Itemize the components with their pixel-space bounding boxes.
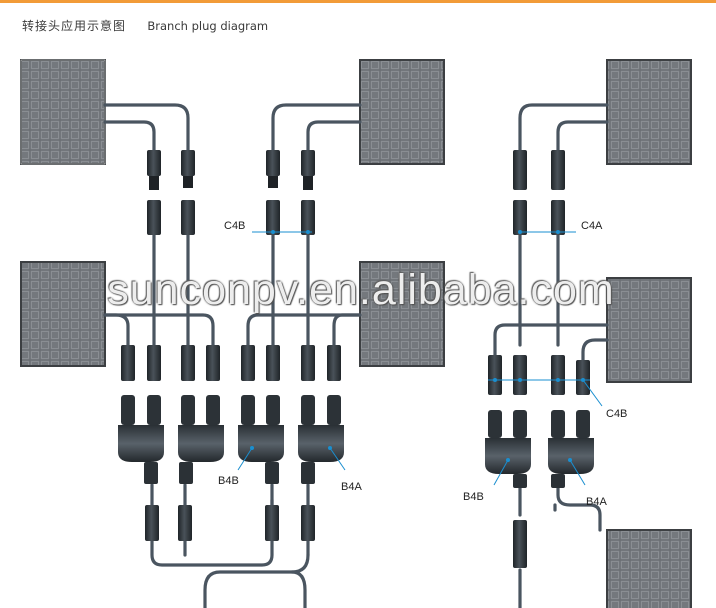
- solar-panel-3: [20, 261, 106, 367]
- mc4-connector: [576, 360, 590, 395]
- title-english: Branch plug diagram: [147, 19, 269, 33]
- label-b4a-right: B4A: [586, 496, 607, 508]
- mc4-connector: [206, 345, 220, 381]
- mc4-connector: [266, 200, 280, 235]
- solar-panel-1: [20, 59, 106, 165]
- label-b4b-right: B4B: [463, 491, 484, 503]
- mc4-connector: [265, 505, 279, 541]
- mc4-connector: [147, 200, 161, 235]
- mc4-connector: [327, 345, 341, 381]
- labels: C4B C4A B4B B4A C4B B4B B4A: [218, 220, 627, 508]
- connectors: [121, 150, 590, 568]
- solar-panel-5: [606, 59, 692, 165]
- panels: [20, 59, 692, 608]
- mc4-connector: [145, 505, 159, 541]
- mc4-connector: [147, 150, 161, 190]
- mc4-connector: [301, 345, 315, 381]
- branch-connector-b4a-mid: [298, 395, 344, 484]
- mc4-connector: [147, 345, 161, 381]
- pointer-lines: [237, 230, 603, 486]
- branch-connector-b4b-mid: [238, 395, 284, 484]
- mc4-connector: [551, 355, 565, 395]
- label-b4a-left: B4A: [341, 481, 362, 493]
- mc4-connector: [513, 520, 527, 568]
- mc4-connector: [513, 355, 527, 395]
- mc4-connector: [488, 355, 502, 395]
- branch-connector-b4b-right: [485, 410, 531, 488]
- label-b4b-left: B4B: [218, 475, 239, 487]
- label-c4b-top: C4B: [224, 220, 245, 232]
- mc4-connector: [513, 200, 527, 235]
- mc4-connector: [301, 150, 315, 190]
- mc4-connector: [266, 150, 280, 188]
- mc4-connector: [551, 150, 565, 190]
- branch-connectors: [118, 395, 594, 488]
- mc4-connector: [301, 200, 315, 235]
- mc4-connector: [181, 345, 195, 381]
- mc4-connector: [266, 345, 280, 381]
- mc4-connector: [241, 345, 255, 381]
- mc4-connector: [301, 505, 315, 541]
- branch-connector-b4a-left: [178, 395, 224, 484]
- branch-connector-b4a-right: [548, 410, 594, 488]
- mc4-connector: [181, 150, 195, 188]
- label-c4b-right: C4B: [606, 408, 627, 420]
- solar-panel-2: [359, 59, 445, 165]
- mc4-connector: [181, 200, 195, 235]
- solar-panel-6: [606, 277, 692, 383]
- solar-panel-4: [359, 261, 445, 367]
- top-accent-rule: [0, 0, 716, 3]
- solar-panel-7: [606, 529, 692, 608]
- title-chinese: 转接头应用示意图: [22, 19, 127, 33]
- mc4-connector: [551, 200, 565, 235]
- cables: [103, 103, 609, 608]
- mc4-connector: [513, 150, 527, 190]
- branch-connector-b4b-left: [118, 395, 164, 484]
- mc4-connector: [121, 345, 135, 381]
- label-c4a-top: C4A: [581, 220, 603, 232]
- mc4-connector: [178, 505, 192, 541]
- page-header: 转接头应用示意图 Branch plug diagram: [22, 17, 268, 34]
